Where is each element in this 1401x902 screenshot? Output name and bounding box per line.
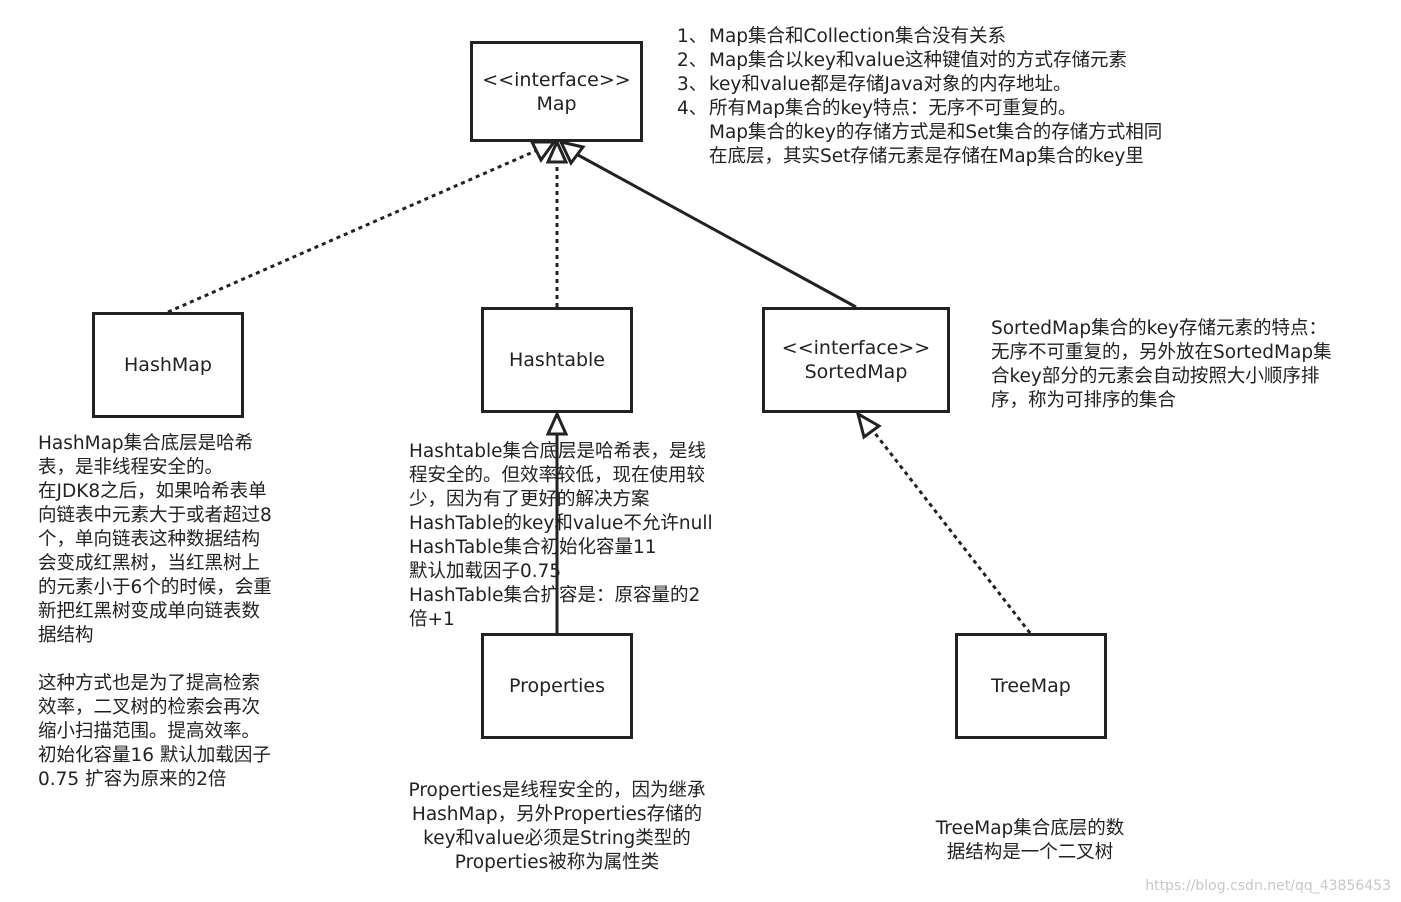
sortedmap-interface-box: <<interface>> SortedMap (762, 307, 950, 413)
edge-sortedmap-to-map (577, 153, 857, 309)
hashmap-name: HashMap (124, 354, 212, 376)
map-note-item: 1、 Map集合和Collection集合没有关系 (677, 25, 1162, 49)
map-note-text: Map集合和Collection集合没有关系 (709, 26, 1007, 47)
map-note-text: 所有Map集合的key特点：无序不可重复的。 (709, 98, 1077, 119)
treemap-name: TreeMap (991, 675, 1071, 697)
sortedmap-note: SortedMap集合的key存储元素的特点： 无序不可重复的，另外放在Sort… (991, 318, 1332, 411)
map-interface-box: <<interface>> Map (470, 41, 643, 142)
map-note-continuation: 在底层，其实Set存储元素是存储在Map集合的key里 (709, 146, 1144, 167)
hashtable-class-box: Hashtable (481, 307, 633, 413)
sortedmap-name: SortedMap (804, 361, 908, 383)
map-note-text: Map集合以key和value这种键值对的方式存储元素 (709, 50, 1127, 71)
generalization-arrowhead-properties (545, 410, 569, 436)
map-stereotype: <<interface>> (482, 68, 631, 91)
hashtable-note: Hashtable集合底层是哈希表，是线 程安全的。但效率较低，现在使用较 少，… (409, 441, 713, 630)
properties-name: Properties (508, 675, 606, 697)
realization-arrowhead-hashmap (529, 140, 557, 163)
realization-arrowhead-treemap (855, 410, 882, 440)
hashmap-class-box: HashMap (92, 312, 244, 418)
properties-note: Properties是线程安全的，因为继承 HashMap，另外Properti… (408, 780, 706, 873)
map-note-item: 4、 所有Map集合的key特点：无序不可重复的。 (677, 97, 1162, 121)
map-note-number: 1、 (677, 26, 708, 47)
map-note-text: key和value都是存储Java对象的内存地址。 (709, 74, 1072, 95)
sortedmap-stereotype: <<interface>> (781, 337, 931, 359)
map-note-item: 2、 Map集合以key和value这种键值对的方式存储元素 (677, 49, 1162, 73)
map-notes: 1、 Map集合和Collection集合没有关系 2、 Map集合以key和v… (677, 25, 1162, 169)
map-note-number: 4、 (677, 98, 708, 119)
map-note-number: 3、 (677, 74, 708, 95)
edge-treemap-to-sortedmap (872, 431, 1032, 634)
treemap-class-box: TreeMap (955, 633, 1107, 739)
edge-hashmap-to-map (167, 147, 541, 314)
map-note-continuation: Map集合的key的存储方式是和Set集合的存储方式相同 (709, 122, 1163, 143)
map-note-item: 3、 key和value都是存储Java对象的内存地址。 (677, 73, 1162, 97)
realization-arrowhead-hashtable (545, 138, 569, 164)
treemap-note: TreeMap集合底层的数 据结构是一个二叉树 (935, 818, 1125, 863)
watermark: https://blog.csdn.net/qq_43856453 (1145, 878, 1391, 894)
properties-class-box: Properties (481, 633, 633, 739)
map-note-number: 2、 (677, 50, 708, 71)
hashmap-note: HashMap集合底层是哈希 表，是非线程安全的。 在JDK8之后，如果哈希表单… (38, 433, 272, 790)
generalization-arrowhead-sortedmap (558, 139, 586, 166)
hashtable-name: Hashtable (509, 349, 605, 371)
map-name: Map (536, 92, 577, 115)
